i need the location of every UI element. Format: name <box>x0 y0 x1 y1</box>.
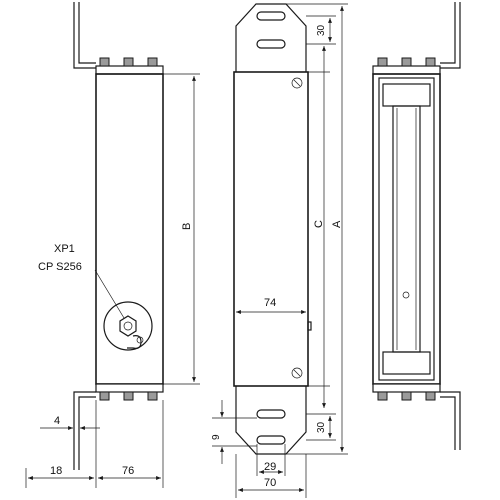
dim-a: A <box>286 3 348 455</box>
right-bottom-cap <box>372 383 441 393</box>
top-screw <box>291 77 303 89</box>
dim-18-label: 18 <box>50 465 62 477</box>
dim-29-label: 29 <box>264 461 276 473</box>
dim-74: 74 <box>236 297 306 314</box>
dim-9-label: 9 <box>211 434 222 440</box>
right-bottom-bracket <box>440 391 461 450</box>
dim-a-label: A <box>331 220 343 228</box>
dim-18-76: 18 76 <box>25 400 164 488</box>
dim-30-bottom-label: 30 <box>316 421 327 433</box>
connector-type-label: CP S256 <box>38 261 82 273</box>
dim-30-bottom: 30 <box>306 413 336 441</box>
dim-76-label: 76 <box>122 465 134 477</box>
right-view <box>372 2 461 450</box>
connector-xp1 <box>103 301 153 351</box>
connector-name-label: XP1 <box>54 243 75 255</box>
right-top-bolts <box>377 57 436 67</box>
left-top-bolts <box>99 57 158 67</box>
right-inner-bottom-block <box>382 351 431 375</box>
dim-29: 29 <box>256 444 286 476</box>
right-body <box>372 73 441 385</box>
left-top-cap <box>95 65 164 75</box>
middle-view: 74 30 30 C A <box>211 3 348 498</box>
left-bottom-bracket <box>73 391 96 470</box>
dim-b-label: B <box>181 223 193 230</box>
dim-c: C <box>308 46 330 408</box>
right-top-cap <box>372 65 441 75</box>
top-slot-2 <box>256 39 286 49</box>
right-top-bracket <box>440 2 461 69</box>
middle-top-flange <box>235 3 307 72</box>
right-hole <box>402 291 410 299</box>
dim-74-label: 74 <box>264 297 276 309</box>
dim-70-label: 70 <box>264 477 276 489</box>
top-slot-1 <box>256 11 286 21</box>
left-view: XP1 CP S256 B 4 18 76 <box>25 2 200 488</box>
side-tab <box>307 321 312 331</box>
dim-70: 70 <box>235 454 307 498</box>
dim-4-label: 4 <box>54 415 60 427</box>
dim-c-label: C <box>313 220 325 228</box>
left-top-bracket <box>73 2 96 69</box>
bottom-slot-1 <box>256 409 286 419</box>
connector-leader <box>94 269 125 319</box>
right-inner-top-block <box>382 83 431 107</box>
right-channel <box>392 105 421 353</box>
dim-4: 4 <box>40 415 100 440</box>
middle-body <box>233 71 309 387</box>
middle-bottom-flange <box>235 386 307 455</box>
dim-9: 9 <box>211 400 257 464</box>
left-body <box>95 73 164 385</box>
dim-30-top: 30 <box>306 15 336 45</box>
bottom-screw <box>291 367 303 379</box>
dim-30-top-label: 30 <box>316 24 327 36</box>
left-bottom-bolts <box>99 391 158 401</box>
left-bottom-cap <box>95 383 164 393</box>
dim-b: B <box>163 73 200 385</box>
right-bottom-bolts <box>377 391 436 401</box>
bottom-slot-2 <box>256 435 286 445</box>
